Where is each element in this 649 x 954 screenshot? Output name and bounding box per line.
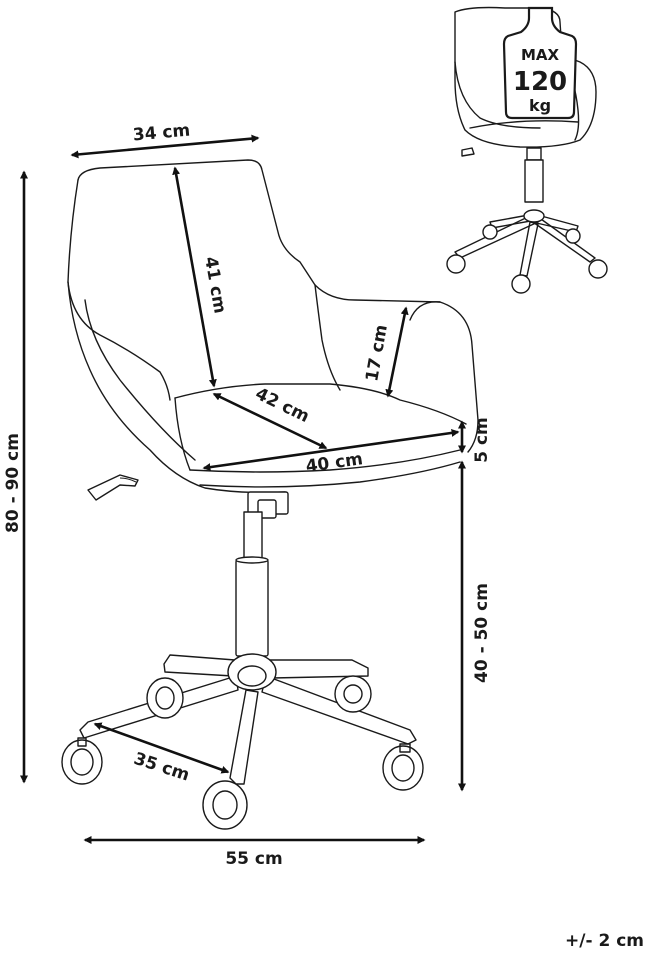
label-seat-thickness: 5 cm bbox=[472, 417, 492, 463]
label-backrest-width: 34 cm bbox=[132, 121, 191, 146]
small-chair-illustration bbox=[446, 6, 608, 294]
label-total-height: 80 - 90 cm bbox=[3, 433, 23, 533]
max-load-line2: 120 bbox=[513, 67, 567, 97]
max-load-badge: MAX 120 kg bbox=[502, 6, 578, 120]
label-seat-depth: 42 cm bbox=[252, 384, 312, 427]
caster-wheel-left bbox=[61, 737, 103, 785]
caster-wheel-front bbox=[202, 780, 248, 830]
label-base-width: 55 cm bbox=[225, 849, 282, 869]
max-load-line1: MAX bbox=[521, 46, 560, 64]
small-chair-base bbox=[446, 209, 608, 294]
main-chair-illustration bbox=[61, 159, 479, 830]
label-seat-height: 40 - 50 cm bbox=[472, 583, 492, 683]
tolerance-note: +/- 2 cm bbox=[565, 931, 644, 951]
label-armrest-height: 17 cm bbox=[362, 323, 392, 383]
main-chair-base bbox=[61, 653, 424, 830]
caster-wheel-back-right bbox=[334, 675, 372, 713]
label-backrest-height: 41 cm bbox=[200, 255, 230, 315]
caster-wheel-back-left bbox=[146, 677, 184, 719]
dimension-arrows bbox=[20, 134, 466, 844]
caster-wheel-right bbox=[382, 743, 424, 791]
max-load-line3: kg bbox=[529, 96, 551, 115]
